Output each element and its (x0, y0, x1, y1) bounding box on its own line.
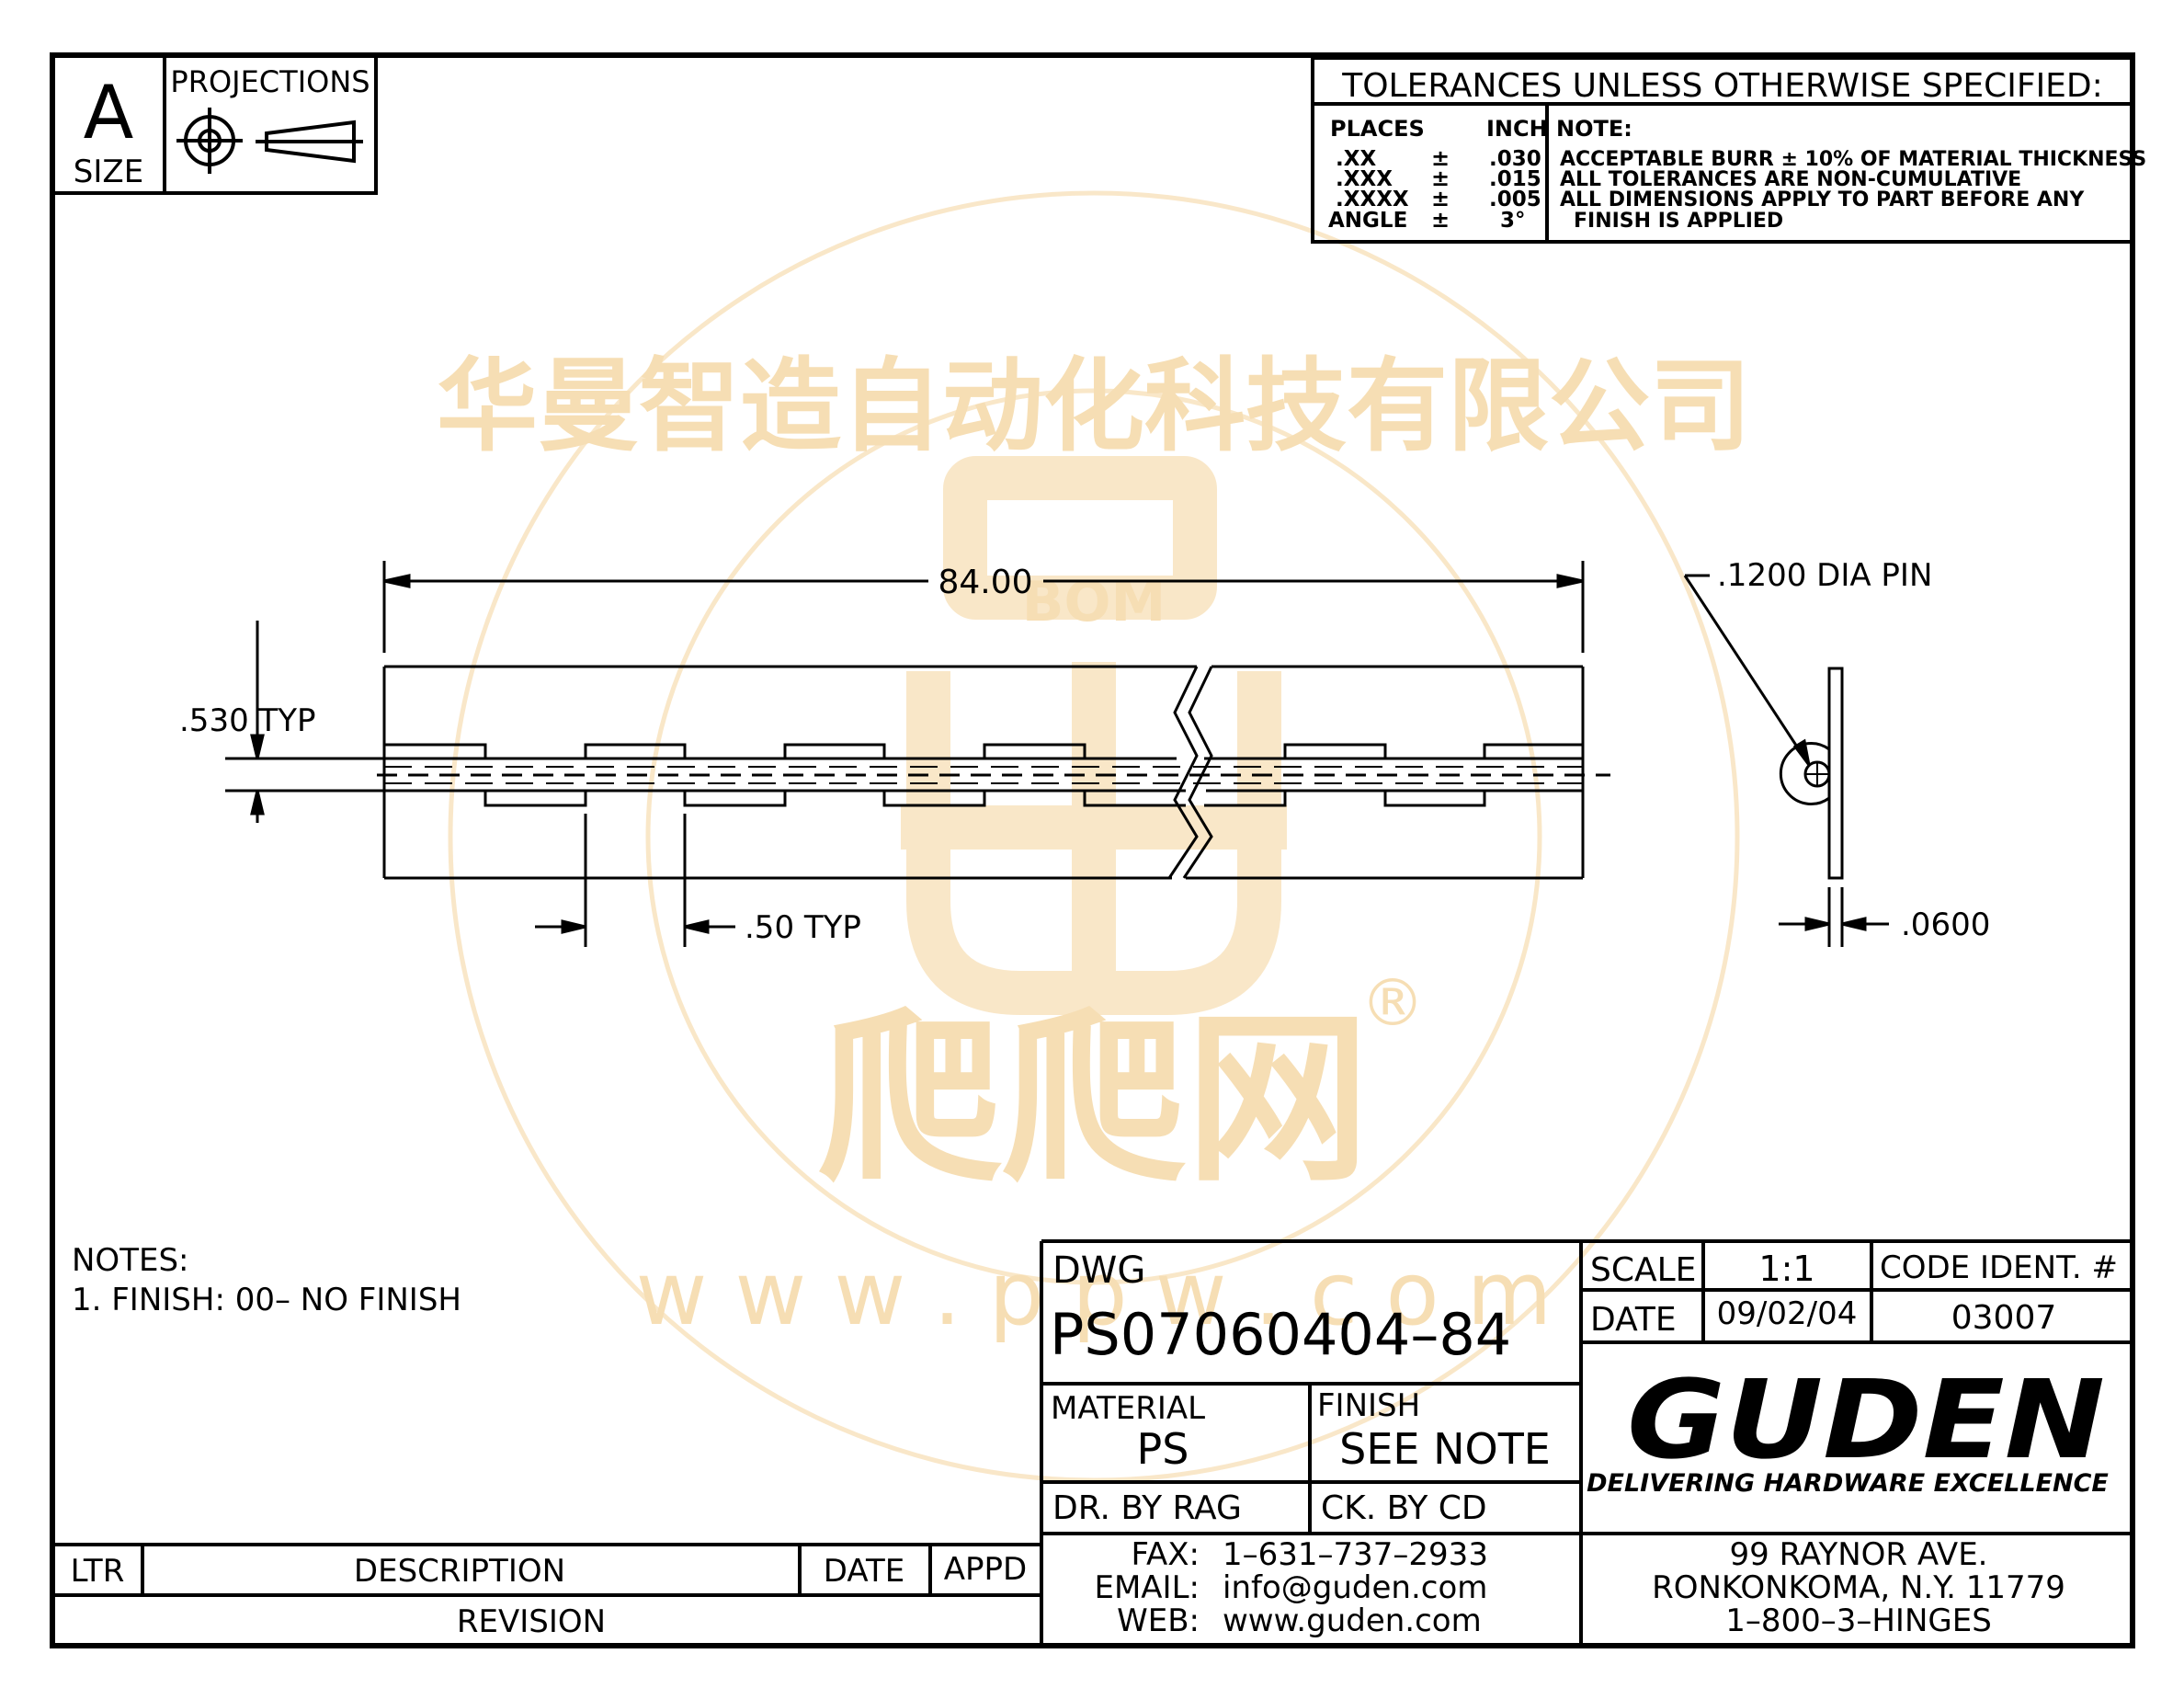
revision-label: REVISION (457, 1603, 606, 1640)
dimension-height-label: .530 TYP (179, 702, 316, 739)
hinge-side-view (1779, 667, 1844, 880)
dimension-thickness (1779, 887, 1889, 947)
finish-value: SEE NOTE (1339, 1424, 1551, 1474)
material-label: MATERIAL (1051, 1390, 1205, 1427)
drawn-by: DR. BY RAG (1052, 1489, 1242, 1527)
dimension-length-label: 84.00 (938, 564, 1032, 601)
dimension-length (382, 561, 1585, 653)
hinge-front-view (377, 665, 1610, 880)
watermark-registered: ® (1360, 965, 1425, 1041)
guden-logo-wordmark: GUDEN (1627, 1356, 2105, 1483)
dimension-height (225, 621, 384, 823)
scale-label: SCALE (1590, 1251, 1696, 1289)
projections-label: PROJECTIONS (170, 64, 370, 99)
tol-note: ACCEPTABLE BURR ± 10% OF MATERIAL THICKN… (1560, 148, 2146, 171)
first-angle-projection-icon (176, 108, 363, 174)
watermark-logo-mark (901, 456, 1287, 1015)
watermark: BOM 爬爬网 ® 华曼智造自动化科技有限公司 w w w . p p w . … (437, 190, 1751, 1483)
code-ident-label: CODE IDENT. # (1880, 1249, 2118, 1286)
revision-date-header: DATE (824, 1553, 904, 1590)
material-value: PS (1137, 1424, 1189, 1474)
web-label: WEB: (1117, 1602, 1200, 1639)
tol-row-value: 3° (1500, 209, 1526, 233)
guden-logo: GUDEN DELIVERING HARDWARE EXCELLENCE (1587, 1356, 2109, 1498)
projections-block: PROJECTIONS (163, 53, 378, 195)
email-label: EMAIL: (1094, 1569, 1200, 1606)
tol-row-place: .XXXX (1336, 188, 1409, 211)
tol-row-place: .XXX (1336, 167, 1393, 191)
dimension-pin-label: .1200 DIA PIN (1717, 557, 1932, 594)
tol-row-value: .015 (1489, 167, 1541, 191)
scale-value: 1:1 (1758, 1249, 1814, 1289)
sheet-border (50, 52, 2135, 1648)
email-value: info@guden.com (1223, 1569, 1487, 1606)
notes-item-1: 1. FINISH: 00– NO FINISH (72, 1282, 461, 1318)
checked-by: CK. BY CD (1321, 1489, 1487, 1527)
tolerance-title: TOLERANCES UNLESS OTHERWISE SPECIFIED: (1341, 67, 2103, 105)
phone-number: 1–800–3–HINGES (1725, 1602, 1992, 1639)
tol-note: FINISH IS APPLIED (1574, 210, 1783, 233)
tol-row-pm: ± (1431, 165, 1450, 191)
notes-title: NOTES: (72, 1242, 188, 1279)
revision-appd-header: APPD (944, 1551, 1027, 1588)
size-label: SIZE (74, 154, 143, 190)
title-block (1040, 1239, 2133, 1646)
tol-row-value: .030 (1489, 147, 1541, 171)
code-ident-value: 03007 (1951, 1299, 2057, 1337)
date-label: DATE (1590, 1301, 1677, 1339)
fax-label: FAX: (1132, 1536, 1200, 1573)
watermark-company-name: 华曼智造自动化科技有限公司 (437, 348, 1751, 465)
web-value: www.guden.com (1223, 1602, 1482, 1639)
places-header: PLACES (1330, 116, 1425, 142)
fax-value: 1–631–737–2933 (1223, 1536, 1488, 1573)
dwg-number: PS07060404–84 (1050, 1301, 1511, 1368)
address-line-1: 99 RAYNOR AVE. (1730, 1536, 1988, 1573)
note-header: NOTE: (1556, 116, 1632, 142)
dimension-pin (1683, 574, 1811, 766)
watermark-url: w w w . p p w . c o m (636, 1244, 1553, 1345)
tol-note: ALL DIMENSIONS APPLY TO PART BEFORE ANY (1560, 188, 2085, 211)
guden-logo-tagline: DELIVERING HARDWARE EXCELLENCE (1587, 1469, 2109, 1498)
tolerance-block: TOLERANCES UNLESS OTHERWISE SPECIFIED: P… (1311, 56, 2146, 244)
tol-row-place: .XX (1336, 147, 1376, 171)
inch-header: INCH (1486, 116, 1548, 142)
dwg-label: DWG (1052, 1249, 1145, 1292)
revision-description-header: DESCRIPTION (354, 1553, 565, 1590)
dimension-thickness-label: .0600 (1901, 907, 1990, 943)
tol-note: ALL TOLERANCES ARE NON-CUMULATIVE (1560, 168, 2021, 191)
size-letter: A (84, 70, 134, 155)
tol-row-place: ANGLE (1328, 209, 1407, 233)
watermark-brand-cn: 爬爬网 (818, 993, 1370, 1207)
size-block: A SIZE (51, 53, 166, 195)
tol-row-pm: ± (1431, 207, 1450, 233)
dimension-knuckle-label: .50 TYP (745, 909, 861, 946)
tol-row-pm: ± (1431, 145, 1450, 171)
tol-row-pm: ± (1431, 186, 1450, 211)
tol-row-value: .005 (1489, 188, 1541, 211)
dimension-knuckle (535, 814, 735, 947)
finish-label: FINISH (1317, 1387, 1420, 1424)
date-value: 09/02/04 (1717, 1295, 1858, 1332)
address-line-2: RONKONKOMA, N.Y. 11779 (1652, 1569, 2065, 1606)
watermark-inner-ring (645, 388, 1542, 1285)
revision-block (52, 1543, 1041, 1597)
revision-ltr-header: LTR (71, 1553, 125, 1590)
